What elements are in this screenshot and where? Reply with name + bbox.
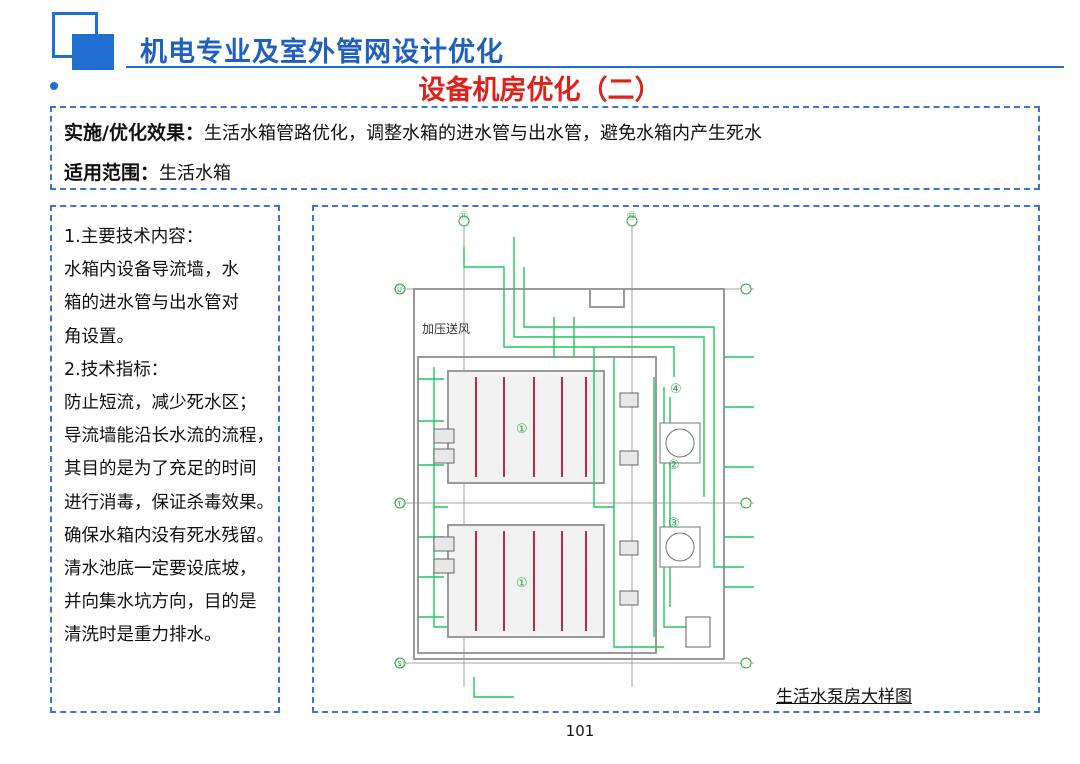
content-line: 水箱内设备导流墙，水 <box>64 260 239 281</box>
scope-row: 适用范围：生活水箱 <box>64 158 231 185</box>
content-line: 确保水箱内没有死水残留。 <box>64 525 274 546</box>
content-line: 防止短流，减少死水区； <box>64 393 257 414</box>
room-walls <box>413 288 725 660</box>
room-label: 加压送风 <box>422 321 470 336</box>
effect-label: 实施/优化效果： <box>64 122 204 144</box>
axis-label: Ⓣ <box>395 499 404 510</box>
water-tank-2 <box>447 524 605 638</box>
logo-filled-square <box>72 34 114 70</box>
axis-label: Ⓤ <box>395 285 404 296</box>
section-subtitle: 设备机房优化（二） <box>418 75 662 106</box>
technical-content-box: 1.主要技术内容： 水箱内设备导流墙，水 箱的进水管与出水管对 角设置。 2.技… <box>50 205 280 713</box>
tag-unit-3: ③ <box>668 516 680 531</box>
content-line: 进行消毒，保证杀毒效果。 <box>64 492 274 513</box>
effect-box: 实施/优化效果：生活水箱管路优化，调整水箱的进水管与出水管，避免水箱内产生死水 … <box>50 106 1040 190</box>
axis-letters: ⑪ ⑫ Ⓤ Ⓣ Ⓢ <box>395 211 636 670</box>
axis-markers <box>394 215 752 669</box>
effect-text: 生活水箱管路优化，调整水箱的进水管与出水管，避免水箱内产生死水 <box>203 123 762 144</box>
content-line: 角设置。 <box>64 326 134 347</box>
header-divider <box>126 66 1064 68</box>
content-line: 并向集水坑方向，目的是 <box>64 592 257 613</box>
content-line: 清洗时是重力排水。 <box>64 625 222 646</box>
content-line: 2.技术指标： <box>64 359 169 380</box>
content-line: 箱的进水管与出水管对 <box>64 293 239 314</box>
scope-label: 适用范围： <box>64 162 160 184</box>
equipment-tags: ① ① ② ③ ④ <box>516 382 682 591</box>
axis-label: Ⓢ <box>395 659 404 670</box>
pump-room-drawing: ① ① ② ③ ④ ⑪ ⑫ Ⓤ Ⓣ Ⓢ 加压送风 <box>394 211 754 698</box>
content-line: 1.主要技术内容： <box>64 227 204 247</box>
pump-units <box>433 392 711 648</box>
technical-content-text: 1.主要技术内容： 水箱内设备导流墙，水 箱的进水管与出水管对 角设置。 2.技… <box>64 221 278 653</box>
drawing-caption: 生活水泵房大样图 <box>776 687 912 707</box>
tag-unit-4: ④ <box>670 382 682 397</box>
scope-text: 生活水箱 <box>159 163 232 184</box>
disinfection-units <box>659 422 701 568</box>
drawing-box: ① ① ② ③ ④ ⑪ ⑫ Ⓤ Ⓣ Ⓢ 加压送风 生活水泵房大样图 <box>312 205 1040 713</box>
effect-row: 实施/优化效果：生活水箱管路优化，调整水箱的进水管与出水管，避免水箱内产生死水 <box>64 118 762 145</box>
content-line: 导流墙能沿长水流的流程， <box>64 426 274 447</box>
page-title: 机电专业及室外管网设计优化 <box>140 37 504 68</box>
tag-tank-2: ① <box>516 576 528 591</box>
axis-label: ⑫ <box>627 211 636 222</box>
tag-unit-2: ② <box>668 458 680 473</box>
water-tank-1 <box>447 370 605 484</box>
tag-tank-1: ① <box>516 422 528 437</box>
content-line: 其目的是为了充足的时间 <box>64 459 257 480</box>
content-line: 清水池底一定要设底坡， <box>64 559 257 580</box>
axis-label: ⑪ <box>459 211 468 222</box>
bullet-dot-icon <box>50 82 58 90</box>
page-number: 101 <box>565 722 595 740</box>
